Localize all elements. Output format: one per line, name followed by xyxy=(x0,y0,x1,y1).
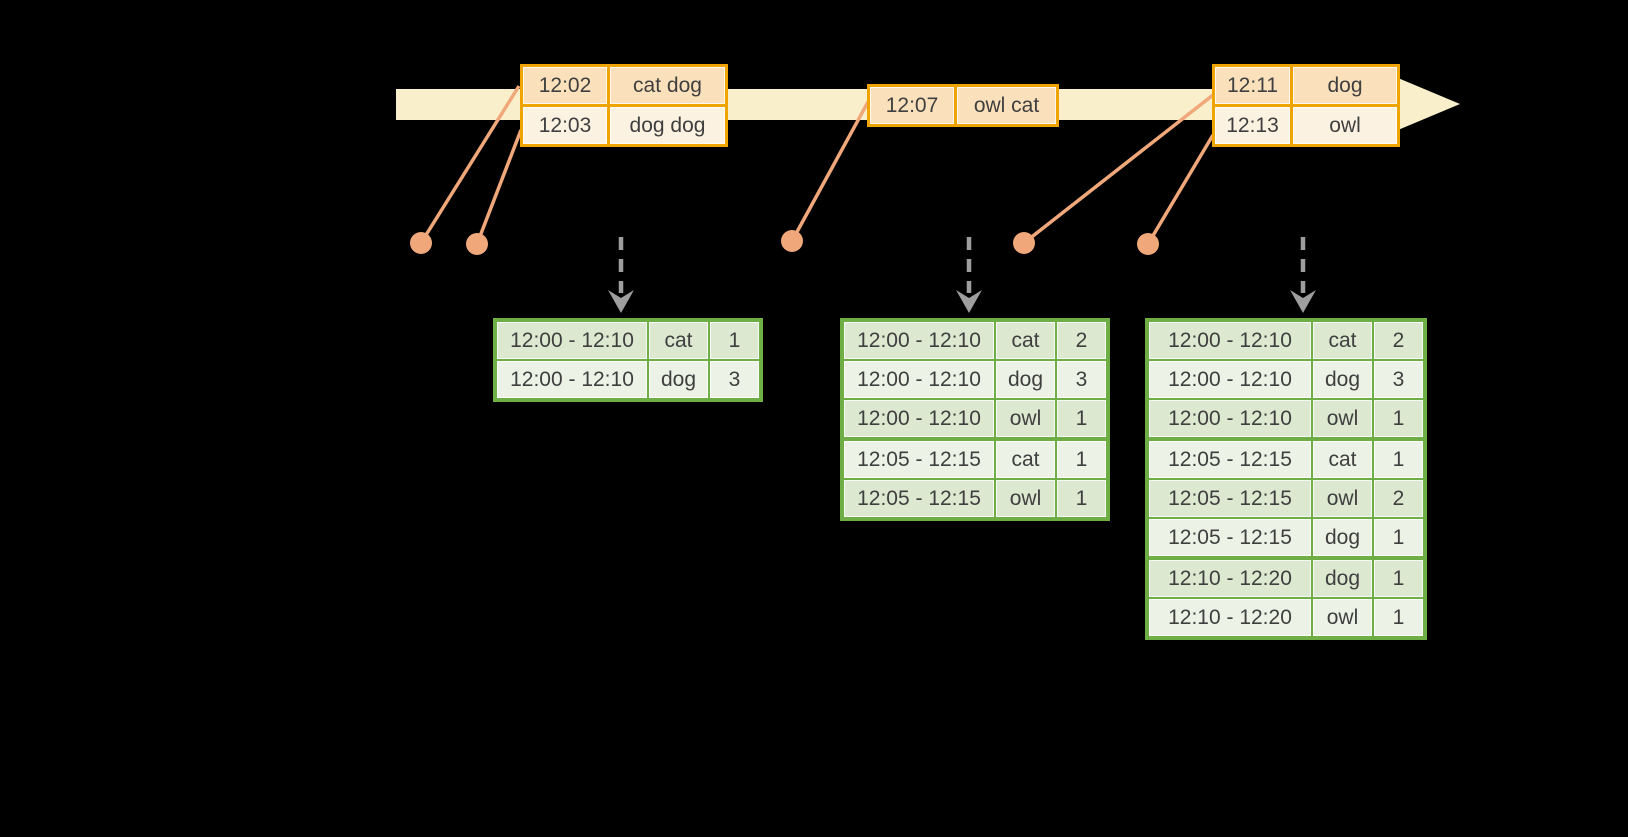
table-cell: cat xyxy=(1311,437,1374,480)
table-cell: 1 xyxy=(1055,398,1109,440)
table-cell: 12:03 xyxy=(520,104,610,147)
trigger-arrow-head-icon xyxy=(1290,290,1316,313)
table-cell: 12:02 xyxy=(520,64,610,107)
trigger-arrow-head-icon xyxy=(956,290,982,313)
table-cell: 12:00 - 12:10 xyxy=(494,319,649,361)
table-cell: 12:13 xyxy=(1212,104,1293,147)
table-cell: cat xyxy=(994,319,1057,361)
table-cell: 12:00 - 12:10 xyxy=(841,319,996,361)
table-cell: 12:05 - 12:15 xyxy=(1146,517,1313,559)
event-connector-line xyxy=(790,101,870,242)
event-marker-dot xyxy=(410,232,432,254)
trigger-arrows xyxy=(608,237,1316,313)
table-cell: 1 xyxy=(1372,517,1426,559)
table-cell: 1 xyxy=(1372,556,1426,599)
table-cell: owl cat xyxy=(954,84,1059,127)
table-cell: 12:00 - 12:10 xyxy=(1146,398,1313,440)
table-cell: cat dog xyxy=(607,64,728,107)
table-cell: owl xyxy=(1311,478,1374,519)
table-cell: dog xyxy=(1311,517,1374,559)
event-marker-dot xyxy=(781,230,803,252)
event-marker-dots xyxy=(410,230,1159,255)
table-cell: 12:00 - 12:10 xyxy=(1146,359,1313,400)
table-cell: 12:05 - 12:15 xyxy=(841,478,996,520)
table-cell: 12:00 - 12:10 xyxy=(841,398,996,440)
table-cell: owl xyxy=(994,478,1057,520)
table-cell: 1 xyxy=(1372,437,1426,480)
table-cell: 1 xyxy=(1372,398,1426,440)
table-cell: cat xyxy=(647,319,710,361)
table-cell: 2 xyxy=(1055,319,1109,361)
table-cell: 12:05 - 12:15 xyxy=(1146,478,1313,519)
table-cell: 12:07 xyxy=(867,84,957,127)
event-marker-dot xyxy=(1013,232,1035,254)
event-connector-line xyxy=(1022,93,1215,245)
event-connector-line xyxy=(475,129,523,245)
table-cell: 12:11 xyxy=(1212,64,1293,107)
table-cell: owl xyxy=(1311,398,1374,440)
table-cell: 12:00 - 12:10 xyxy=(494,359,649,401)
event-marker-dot xyxy=(466,233,488,255)
table-cell: owl xyxy=(1290,104,1400,147)
table-cell: 12:05 - 12:15 xyxy=(841,437,996,480)
table-cell: 3 xyxy=(708,359,762,401)
table-cell: 12:00 - 12:10 xyxy=(841,359,996,400)
event-connector-line xyxy=(1146,134,1215,245)
event-marker-dot xyxy=(1137,233,1159,255)
table-cell: 2 xyxy=(1372,478,1426,519)
table-cell: dog xyxy=(647,359,710,401)
trigger-arrow-head-icon xyxy=(608,290,634,313)
table-cell: dog xyxy=(1311,556,1374,599)
table-cell: 1 xyxy=(1372,597,1426,639)
table-cell: 1 xyxy=(708,319,762,361)
table-cell: dog xyxy=(994,359,1057,400)
event-connector-lines xyxy=(419,85,1215,245)
table-cell: 12:10 - 12:20 xyxy=(1146,556,1313,599)
table-cell: cat xyxy=(994,437,1057,480)
table-cell: 1 xyxy=(1055,478,1109,520)
table-cell: 12:05 - 12:15 xyxy=(1146,437,1313,480)
table-cell: owl xyxy=(1311,597,1374,639)
table-cell: 1 xyxy=(1055,437,1109,480)
table-cell: 12:10 - 12:20 xyxy=(1146,597,1313,639)
table-cell: dog xyxy=(1290,64,1400,107)
timeline-arrowhead-icon xyxy=(1398,78,1460,130)
table-cell: 3 xyxy=(1055,359,1109,400)
table-cell: dog dog xyxy=(607,104,728,147)
table-cell: owl xyxy=(994,398,1057,440)
table-cell: dog xyxy=(1311,359,1374,400)
table-cell: 3 xyxy=(1372,359,1426,400)
event-connector-line xyxy=(419,85,521,244)
table-cell: cat xyxy=(1311,319,1374,361)
table-cell: 2 xyxy=(1372,319,1426,361)
table-cell: 12:00 - 12:10 xyxy=(1146,319,1313,361)
